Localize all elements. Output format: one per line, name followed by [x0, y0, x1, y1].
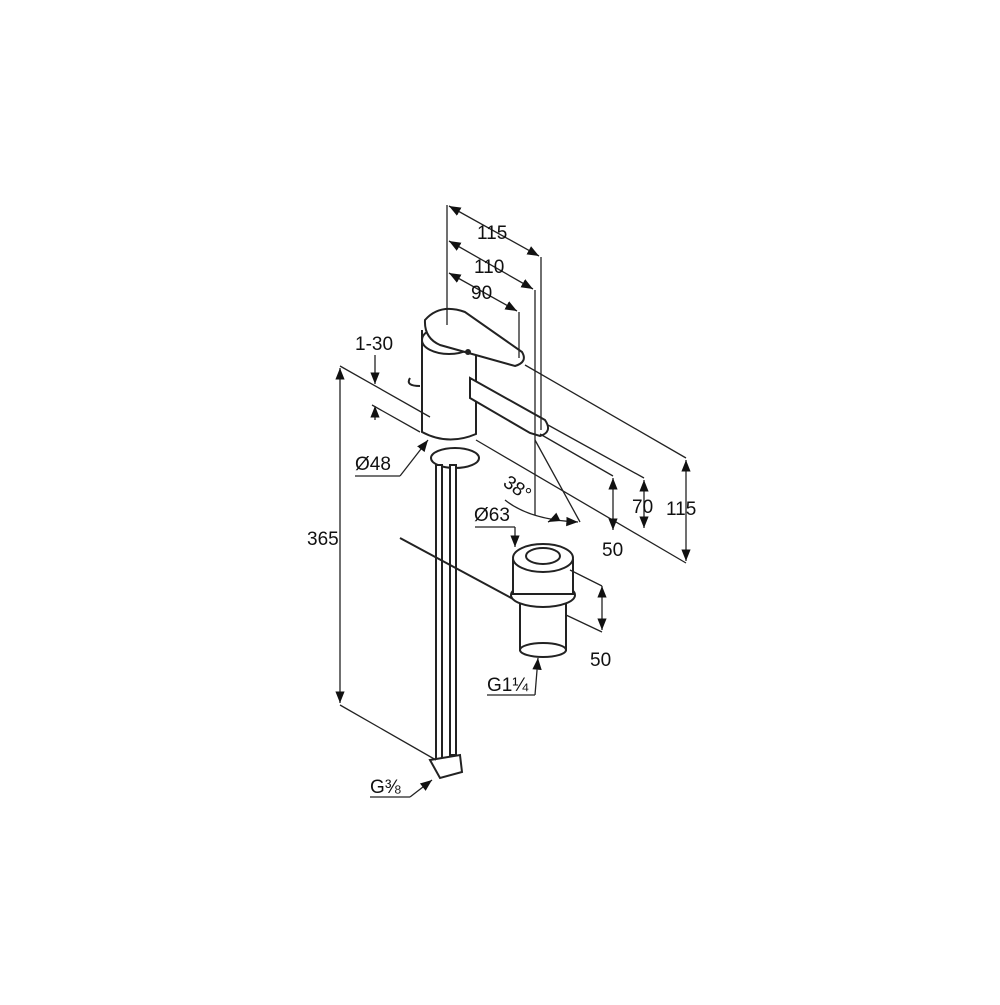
dim-110: 110: [474, 257, 504, 278]
dim-70: 70: [632, 497, 653, 518]
supply-hose-1: [435, 464, 443, 761]
spout: [469, 376, 550, 438]
dim-115-right: 115: [666, 499, 696, 520]
dim-50-upper: 50: [602, 540, 623, 561]
dimension-lines: [335, 205, 691, 798]
dim-diameter-63: Ø63: [474, 505, 510, 526]
supply-hose-2: [449, 464, 457, 756]
dim-diameter-48: Ø48: [355, 454, 391, 475]
drain-plug: [525, 547, 561, 565]
dim-g1-1-4: G1¼: [487, 675, 529, 696]
dim-angle-38: 38°: [499, 472, 535, 506]
hose-connector: [428, 753, 464, 780]
popup-rod: [399, 537, 516, 601]
dim-365: 365: [307, 529, 339, 550]
faucet-body: [421, 330, 477, 441]
popup-knob: [407, 377, 421, 387]
popup-waste: [510, 543, 576, 658]
dim-1-30: 1-30: [355, 334, 393, 355]
dim-115-top: 115: [477, 223, 507, 244]
lever-handle: [423, 307, 525, 368]
dim-90: 90: [471, 283, 492, 304]
dim-50-drain: 50: [590, 650, 611, 671]
faucet: [399, 307, 550, 780]
dim-g3-8: G⅜: [370, 777, 401, 798]
indicator-dot: [465, 349, 471, 355]
